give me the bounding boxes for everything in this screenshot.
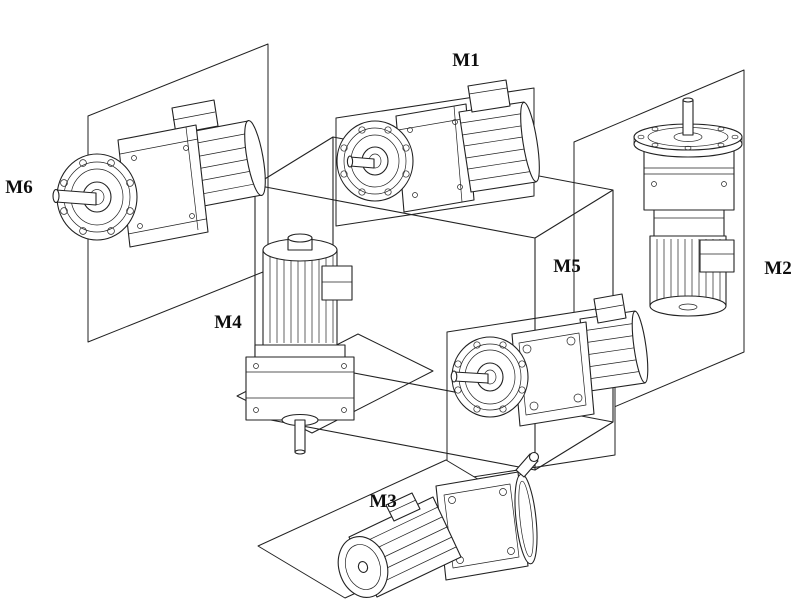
output-shaft [52, 188, 97, 206]
gearmotor-m1 [336, 79, 540, 213]
mounting-cube [254, 136, 614, 471]
gearmotor-m2 [633, 97, 743, 317]
label-m2: M2 [764, 258, 791, 279]
gearmotor-m6 [52, 99, 266, 248]
fan-cover [337, 536, 389, 598]
output-shaft [450, 370, 489, 384]
motor-body [458, 101, 540, 193]
output-shaft [281, 413, 319, 455]
gearmotor-m4 [245, 233, 355, 455]
terminal-box [171, 99, 219, 135]
gearmotor-m3 [337, 451, 540, 598]
output-flange [336, 120, 414, 202]
motor-flange [254, 344, 346, 358]
terminal-box [699, 239, 735, 273]
fan-cover [649, 295, 727, 317]
adapter [653, 209, 725, 237]
terminal-box [593, 293, 627, 324]
label-m4: M4 [214, 312, 242, 333]
terminal-box [467, 79, 511, 113]
gearmotor-m5 [450, 293, 649, 427]
gearbox [435, 471, 529, 581]
output-shaft [682, 97, 694, 136]
label-m5: M5 [553, 256, 580, 277]
gearbox [245, 356, 355, 421]
output-flange [451, 336, 529, 418]
label-m1: M1 [452, 50, 479, 71]
label-m6: M6 [5, 177, 32, 198]
output-shaft [346, 155, 375, 169]
terminal-box [385, 492, 421, 522]
gearbox [643, 149, 735, 211]
label-m3: M3 [369, 491, 396, 512]
terminal-box [321, 265, 353, 301]
output-shaft [515, 451, 540, 478]
